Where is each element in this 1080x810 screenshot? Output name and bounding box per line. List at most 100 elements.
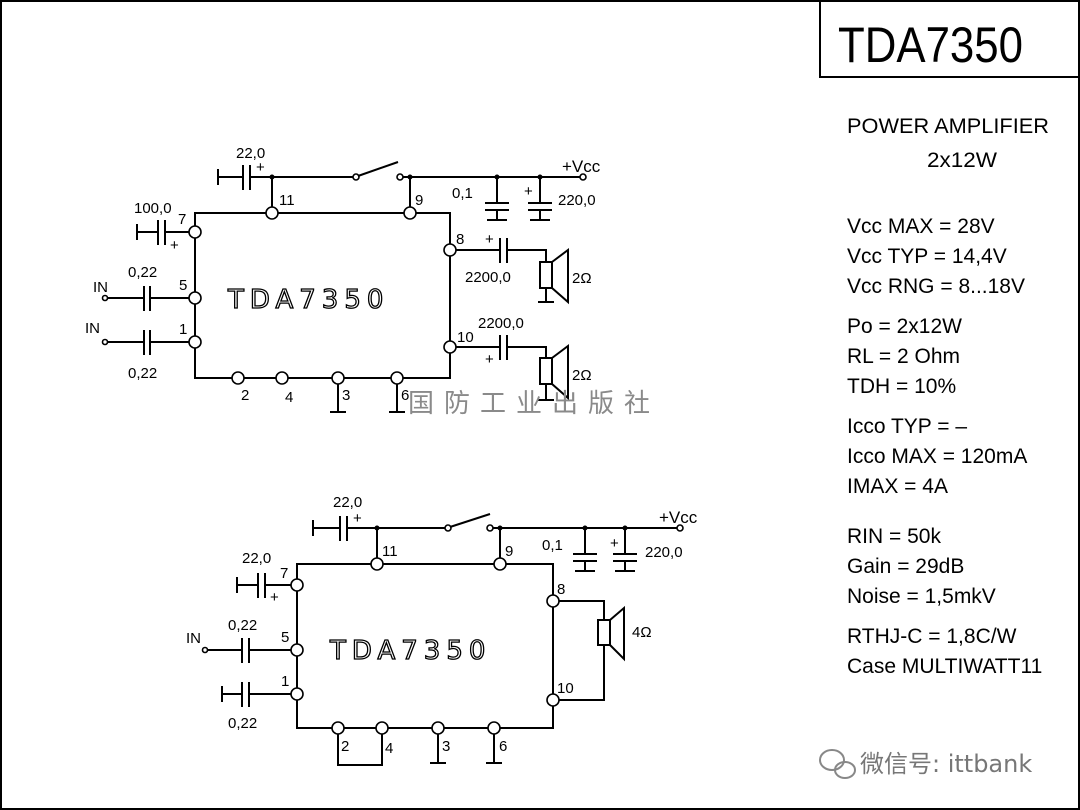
decoupling-cap-0-1	[573, 528, 597, 572]
plus-sign: +	[485, 231, 494, 248]
label-c-boot: 22,0	[236, 145, 265, 162]
output-cap-pin10	[456, 335, 554, 401]
ic-pins	[290, 557, 560, 735]
input-cap-pin1	[221, 682, 291, 707]
input-terminal	[201, 646, 209, 654]
pin-number: 1	[179, 321, 187, 338]
ground-pins	[337, 734, 502, 766]
plus-sign: +	[524, 183, 533, 200]
spec-po: Po = 2x12W	[847, 315, 962, 338]
input-cap-pin1	[108, 330, 189, 355]
bootstrap-cap	[217, 165, 356, 207]
plus-sign: +	[270, 589, 279, 606]
ic-label: TDA7350	[329, 636, 491, 666]
label-c-out8: 2200,0	[465, 269, 511, 286]
spec-icco-max: Icco MAX = 120mA	[847, 445, 1027, 468]
pin-number: 8	[557, 581, 565, 598]
pin-number: 7	[280, 565, 288, 582]
label-c-boot: 22,0	[333, 494, 362, 511]
plus-sign: +	[353, 510, 362, 527]
ground-pins	[330, 384, 405, 413]
spec-noise: Noise = 1,5mkV	[847, 585, 996, 608]
circuit-stereo: TDA7350 22,0 + +Vcc 0,1 + 220,0 100,0 + …	[85, 145, 601, 413]
pin-number: 3	[442, 738, 450, 755]
label-c-in5: 0,22	[228, 617, 257, 634]
label-c-dec1: 0,1	[542, 537, 563, 554]
datasheet-title: TDA7350	[838, 17, 1023, 73]
input-cap-pin5	[208, 638, 291, 663]
pin-number: 11	[382, 543, 398, 560]
label-c-dec1: 0,1	[452, 185, 473, 202]
switch-contact	[444, 524, 452, 532]
pin-number: 9	[505, 543, 513, 560]
plus-sign: +	[610, 535, 619, 552]
pin-number: 6	[499, 738, 507, 755]
vcc-terminal	[579, 173, 587, 181]
label-c-in1: 0,22	[128, 365, 157, 382]
pin7-cap	[236, 573, 291, 598]
input-terminal	[101, 294, 109, 302]
label-c-out10: 2200,0	[478, 315, 524, 332]
pin-number: 2	[341, 738, 349, 755]
pin7-cap	[136, 220, 189, 245]
vcc-terminal	[676, 524, 684, 532]
label-speaker: 4Ω	[632, 624, 652, 641]
pin-number: 6	[401, 387, 409, 404]
label-c-in5: 0,22	[128, 264, 157, 281]
decoupling-cap-220	[528, 177, 552, 221]
pin-number: 10	[557, 680, 574, 697]
input-terminal	[101, 338, 109, 346]
pin-number: 4	[285, 389, 293, 406]
label-c-dec2: 220,0	[645, 544, 683, 561]
pin-number: 5	[179, 277, 187, 294]
speaker-cone	[551, 248, 569, 305]
output-cap-pin8	[456, 238, 554, 303]
decoupling-cap-220	[613, 528, 637, 572]
speaker-cone	[609, 605, 625, 662]
label-c-in1: 0,22	[228, 715, 257, 732]
pin-number: 11	[279, 192, 295, 209]
pin-number: 5	[281, 629, 289, 646]
speaker-cone	[551, 344, 569, 401]
publisher-watermark: 国防工业出版社	[408, 389, 660, 419]
pin-number: 9	[415, 192, 423, 209]
plus-sign: +	[256, 159, 265, 176]
switch-contact	[396, 173, 404, 181]
decoupling-cap-0-1	[485, 177, 509, 221]
vcc-rail	[403, 176, 580, 207]
spec-vcc-rng: Vcc RNG = 8...18V	[847, 275, 1025, 298]
wechat-id: 微信号: ittbank	[860, 750, 1032, 778]
spec-list: Vcc MAX = 28V Vcc TYP = 14,4V Vcc RNG = …	[847, 215, 1042, 678]
spec-rl: RL = 2 Ohm	[847, 345, 960, 368]
label-in: IN	[186, 630, 201, 647]
pin-number: 2	[241, 387, 249, 404]
label-vcc: +Vcc	[659, 508, 698, 527]
plus-sign: +	[170, 237, 179, 254]
power-switch	[357, 161, 399, 177]
speaker-icon	[539, 261, 553, 289]
power-switch	[449, 513, 491, 528]
plus-sign: +	[485, 351, 494, 368]
pin-number: 1	[281, 673, 289, 690]
spec-rthj: RTHJ-C = 1,8C/W	[847, 625, 1017, 648]
title-box	[819, 1, 1079, 78]
speaker-icon	[539, 357, 553, 385]
spec-vcc-max: Vcc MAX = 28V	[847, 215, 995, 238]
label-c-pin7: 22,0	[242, 550, 271, 567]
pin-number: 10	[457, 329, 474, 346]
spec-gain: Gain = 29dB	[847, 555, 964, 578]
spec-case: Case MULTIWATT11	[847, 655, 1042, 678]
switch-contact	[486, 524, 494, 532]
circuit-bridge: TDA7350 22,0 + +Vcc 0,1 + 220,0 22,0 + I…	[186, 494, 698, 766]
switch-contact	[352, 173, 360, 181]
bootstrap-cap	[312, 516, 448, 558]
spec-icco-typ: Icco TYP = –	[847, 415, 967, 438]
pin-number: 8	[456, 231, 464, 248]
pin-number: 4	[385, 740, 393, 757]
wechat-watermark: 微信号: ittbank	[819, 749, 1032, 779]
spec-tdh: TDH = 10%	[847, 375, 956, 398]
subtitle-line2: 2x12W	[927, 149, 997, 172]
